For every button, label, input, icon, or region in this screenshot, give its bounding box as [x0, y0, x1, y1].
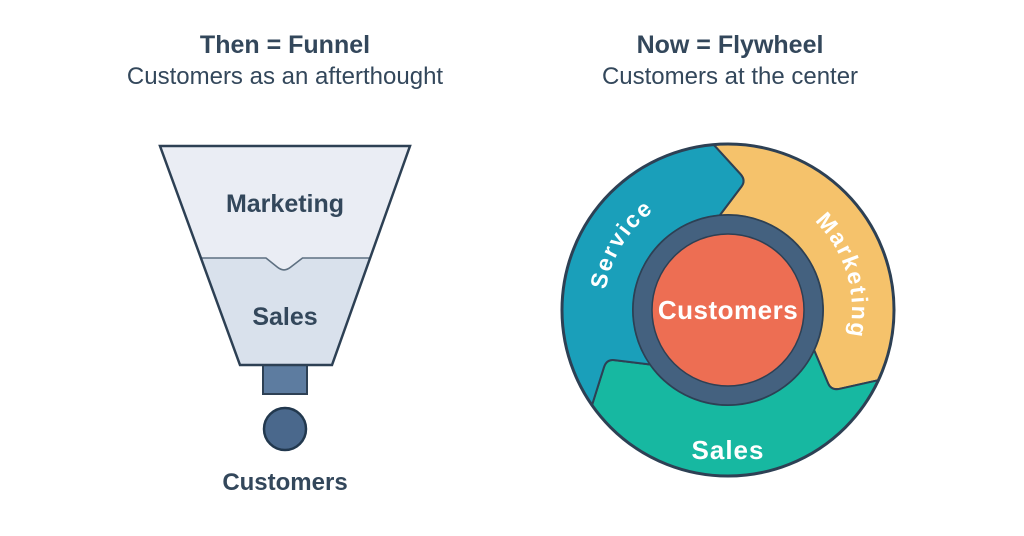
funnel-outline [158, 144, 412, 367]
funnel-diagram: Marketing Sales Customers [158, 144, 412, 496]
flywheel-customers-label: Customers [658, 295, 798, 325]
funnel-customers-label: Customers [222, 469, 347, 496]
flywheel-title: Now = Flywheel [636, 31, 824, 59]
funnel-title-block: Then = Funnel Customers as an afterthoug… [85, 30, 485, 92]
funnel-marketing-label: Marketing [226, 190, 344, 218]
flywheel-subtitle: Customers at the center [601, 63, 859, 90]
funnel-customers-dot [262, 406, 308, 452]
flywheel-diagram: Service Marketing Sales Customers [560, 142, 896, 478]
funnel-spout [262, 363, 308, 395]
funnel-divider-line [200, 257, 370, 271]
flywheel-outer-border [560, 142, 896, 478]
funnel-title: Then = Funnel [199, 31, 371, 59]
flywheel-title-block: Now = Flywheel Customers at the center [530, 30, 930, 92]
flywheel-hub [651, 233, 805, 387]
funnel-sales-label: Sales [252, 303, 317, 331]
flywheel-sales-label: Sales [692, 435, 765, 465]
funnel-marketing-section [160, 146, 410, 270]
funnel-subtitle: Customers as an afterthought [126, 63, 444, 90]
